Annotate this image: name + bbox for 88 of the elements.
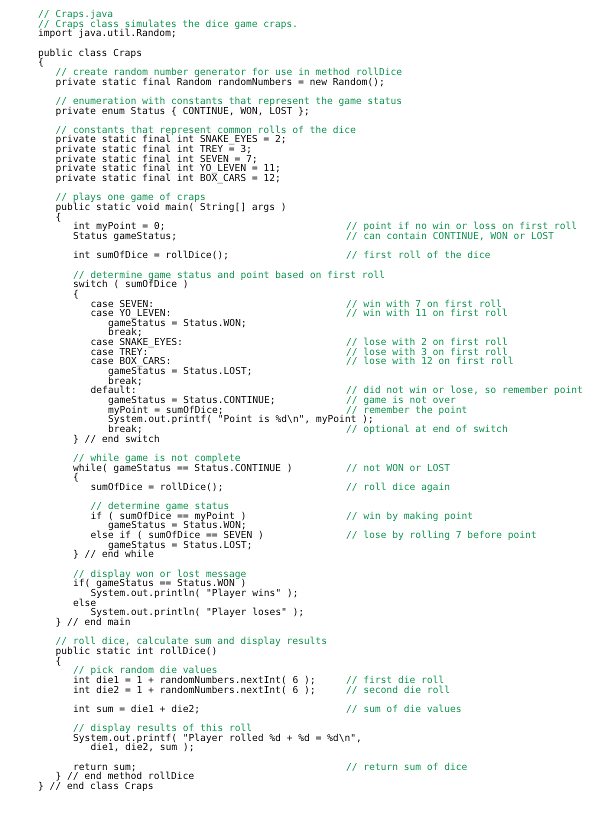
code-comment: // point if no win or loss on first roll [346, 222, 578, 232]
code-line: private static final int BOX_CARS = 12; [56, 174, 281, 184]
code-line: else [73, 598, 96, 608]
code-comment: // first die roll [346, 676, 444, 686]
code-line: Status gameStatus; [73, 232, 177, 242]
code-line: gameStatus = Status.LOST; [108, 540, 252, 551]
code-line: default: [90, 386, 137, 396]
code-line: } // end main [56, 618, 131, 628]
code-line: case SNAKE_EYES: [90, 338, 183, 348]
code-line: int sum = die1 + die2; [73, 704, 200, 715]
code-comment: // pick random die values [73, 666, 218, 676]
code-comment: // Craps class simulates the dice game craps. [38, 20, 298, 30]
code-line: { [73, 290, 79, 300]
code-line: while( gameStatus == Status.CONTINUE ) [73, 464, 292, 474]
code-line: gameStatus = Status.WON; [108, 521, 247, 532]
code-line: break; [108, 328, 143, 338]
code-line: sumOfDice = rollDice(); [90, 482, 224, 493]
code-line: private static final int SNAKE_EYES = 2; [56, 135, 287, 146]
code-line: int die2 = 1 + randomNumbers.nextInt( 6 ); [73, 686, 316, 696]
code-comment: // did not win or lose, so remember point [346, 386, 583, 396]
code-comment: // win with 7 on first roll [346, 300, 502, 310]
code-comment: // enumeration with constants that represent the game status [56, 96, 402, 107]
code-comment: // win with 11 on first roll [346, 309, 508, 319]
code-line: int die1 = 1 + randomNumbers.nextInt( 6 ); [73, 676, 316, 686]
code-comment: // create random number generator for use in method rollDice [56, 68, 402, 78]
code-line: myPoint = sumOfDice; [108, 406, 224, 416]
code-line: gameStatus = Status.WON; [108, 318, 247, 329]
code-line: public class Craps [38, 48, 142, 58]
code-line: import java.util.Random; [38, 29, 177, 40]
code-comment: // game is not over [346, 396, 456, 406]
code-line: private enum Status { CONTINUE, WON, LOST }; [56, 106, 310, 116]
code-comment: // win by making point [346, 512, 474, 522]
code-line: } // end switch [73, 434, 160, 444]
code-comment: // roll dice, calculate sum and display results [56, 637, 327, 648]
code-comment: // remember the point [346, 406, 468, 416]
code-comment: // display results of this roll [73, 724, 252, 734]
code-line: } // end while [73, 550, 154, 560]
code-comment: // constants that represent common rolls of the dice [56, 126, 356, 136]
code-line: { [73, 473, 79, 483]
code-line: int myPoint = 0; [73, 222, 166, 232]
code-line: System.out.println( "Player loses" ); [90, 608, 304, 618]
code-line: case YO_LEVEN: [90, 309, 172, 319]
code-line: System.out.printf( "Point is %d\n", myPoint ); [108, 415, 374, 426]
code-line: { [56, 212, 62, 222]
code-line: if( gameStatus == Status.WON ) [73, 579, 246, 590]
code-line: gameStatus = Status.LOST; [108, 367, 252, 377]
code-line: } // end method rollDice [56, 772, 194, 782]
code-comment: // lose with 12 on first roll [346, 357, 514, 368]
code-line: { [56, 656, 62, 666]
code-comment: // roll dice again [346, 482, 450, 493]
code-comment: // lose by rolling 7 before point [346, 531, 537, 541]
code-line: else if ( sumOfDice == SEVEN ) [90, 531, 264, 541]
code-comment: // return sum of dice [346, 762, 468, 772]
code-line: die1, die2, sum ); [90, 743, 194, 754]
code-line: break; [108, 376, 143, 386]
code-comment: // determine game status [90, 502, 230, 512]
code-line: gameStatus = Status.CONTINUE; [108, 396, 276, 406]
code-comment: // display won or lost message [73, 570, 246, 580]
code-comment: // optional at end of switch [346, 424, 508, 435]
code-comment: // can contain CONTINUE, WON or LOST [346, 232, 554, 242]
code-comment: // sum of die values [346, 704, 462, 715]
code-comment: // lose with 3 on first roll [346, 348, 508, 358]
code-line: if ( sumOfDice == myPoint ) [90, 512, 246, 522]
code-line: System.out.println( "Player wins" ); [90, 589, 298, 599]
code-line: private static final int SEVEN = 7; [56, 154, 258, 165]
code-comment: // while game is not complete [73, 454, 241, 464]
code-comment: // determine game status and point based on first roll [73, 270, 385, 280]
code-comment: // Craps.java [38, 10, 114, 20]
code-line: case SEVEN: [90, 300, 154, 310]
code-line: return sum; [73, 762, 137, 772]
code-line: public static void main( String[] args ) [56, 203, 287, 213]
code-line: break; [108, 424, 143, 435]
code-line: private static final int YO_LEVEN = 11; [56, 164, 281, 174]
code-line: private static final int TREY = 3; [56, 145, 252, 155]
code-line: { [38, 58, 44, 68]
code-comment: // second die roll [346, 686, 450, 696]
code-line: public static int rollDice() [56, 646, 218, 657]
code-line: } // end class Craps [38, 782, 154, 792]
code-line: switch ( sumOfDice ) [73, 280, 189, 290]
code-comment: // plays one game of craps [56, 193, 206, 204]
code-line: int sumOfDice = rollDice(); [73, 251, 229, 262]
code-line: case BOX_CARS: [90, 357, 172, 368]
code-line: private static final Random randomNumbers = new Random(); [56, 78, 385, 88]
code-line: System.out.printf( "Player rolled %d + %d = %d\n", [73, 734, 362, 744]
code-line: case TREY: [90, 348, 148, 358]
code-comment: // lose with 2 on first roll [346, 338, 508, 348]
code-comment: // not WON or LOST [346, 464, 450, 474]
code-comment: // first roll of the dice [346, 251, 490, 262]
